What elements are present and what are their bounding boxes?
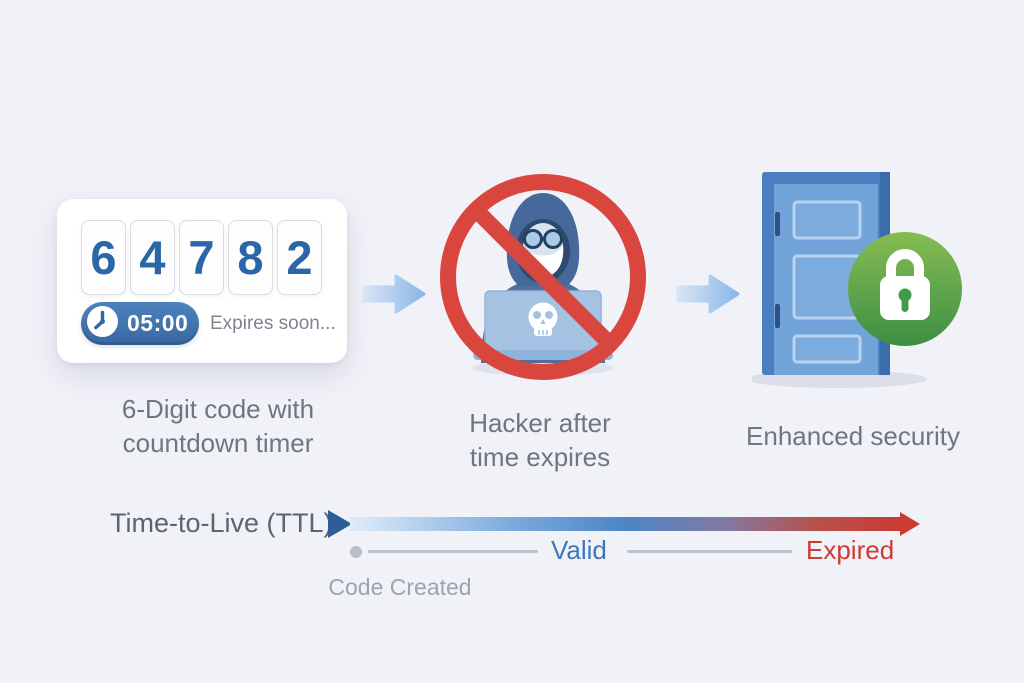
code-digit: 6 [81,220,126,295]
code-card: 6 4 7 8 2 05:00 Expires soon... [57,199,347,363]
code-digits: 6 4 7 8 2 [81,220,322,295]
timeline-segment [627,550,792,553]
timer-pill: 05:00 [81,302,199,345]
blocked-hacker-illustration [433,167,653,396]
caption-line: 6-Digit code with [121,394,315,424]
caption-line: countdown timer [122,428,314,458]
play-triangle-icon [328,510,352,538]
lock-badge-icon [848,232,962,346]
hinge [775,304,780,328]
skull-icon [528,302,558,336]
code-caption: 6-Digit code with countdown timer [68,392,368,460]
caption-line: Hacker after [469,408,611,438]
arrow-right-icon [362,270,426,323]
ttl-gradient-bar [322,504,926,553]
expired-label: Expired [806,535,895,565]
code-digit: 7 [179,220,224,295]
countdown-timer: 05:00 Expires soon... [81,302,336,345]
caption-line: time expires [469,442,611,472]
clock-icon [86,305,119,343]
bar-arrowhead [900,512,920,536]
arrow-right-icon [676,270,740,323]
locked-door-illustration [747,168,967,398]
caption-line: Enhanced security [746,421,960,451]
code-created-label: Code Created [328,574,472,600]
security-caption: Enhanced security [703,419,1003,453]
timeline-segment [368,550,538,553]
code-digit: 8 [228,220,273,295]
expires-label: Expires soon... [210,312,336,334]
goggles-icon [523,229,563,249]
valid-label: Valid [551,535,607,565]
code-created-dot [350,546,362,558]
ttl-label: Time-to-Live (TTL) [110,508,333,538]
hinge [775,212,780,236]
prohibition-icon [440,174,646,380]
timer-value: 05:00 [127,310,189,336]
hacker-caption: Hacker after time expires [390,406,690,474]
code-digit: 4 [130,220,175,295]
code-digit: 2 [277,220,322,295]
